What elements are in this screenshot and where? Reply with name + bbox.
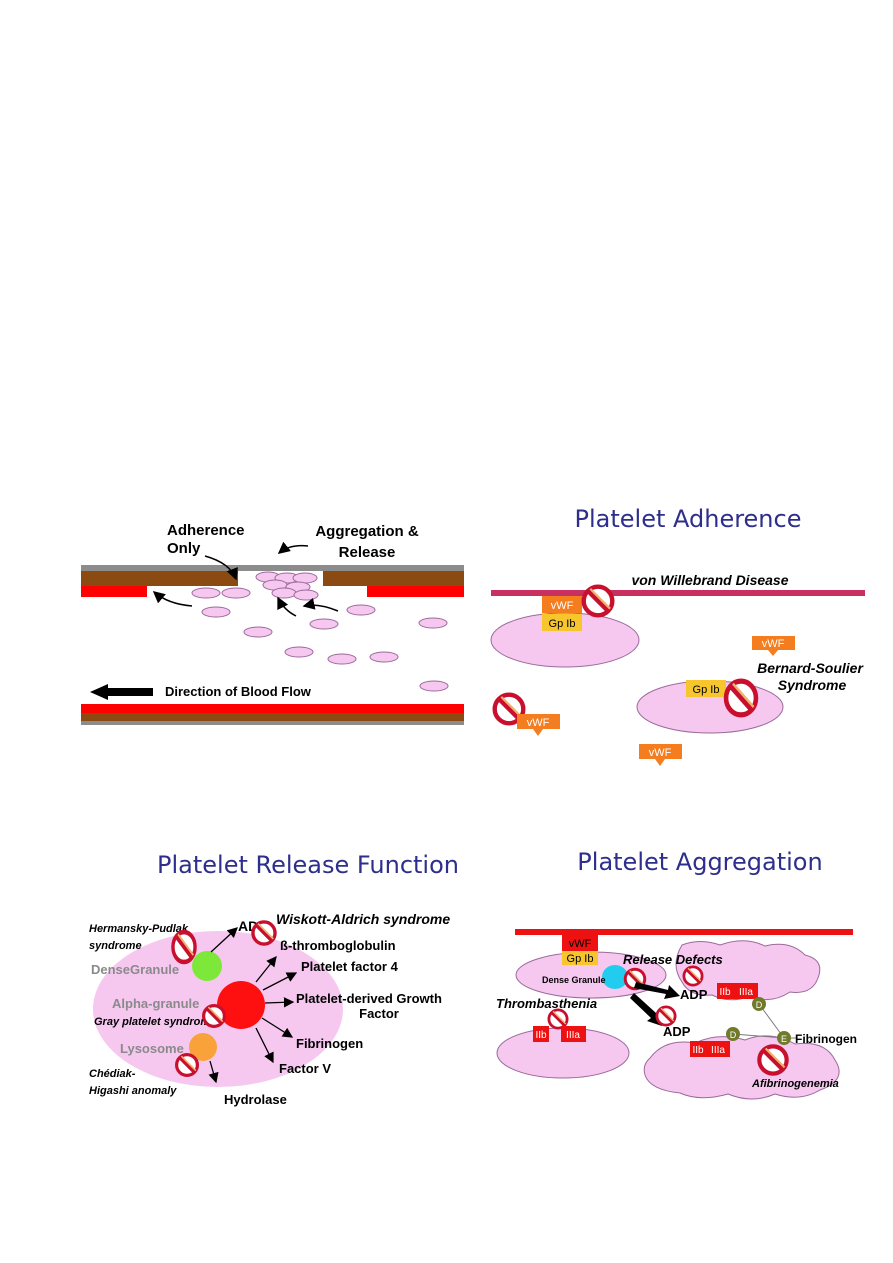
vwf-tag [752, 636, 795, 656]
dense-granule [602, 965, 628, 989]
vessel-diagram [81, 541, 464, 725]
vwf-box [542, 596, 582, 613]
gpib-box [686, 680, 726, 697]
adp-label: ADP [680, 987, 708, 1002]
product-label: Platelet-derived Growth [296, 991, 442, 1006]
dense-granule-label: DenseGranule [91, 962, 179, 977]
prohibition-icon [655, 1005, 677, 1027]
adherence-only-label-1: Adherence [167, 522, 245, 539]
adp-label: ADP [663, 1024, 691, 1039]
product-label: Factor V [279, 1061, 331, 1076]
panel3-title: Platelet Release Function [157, 851, 459, 879]
e-label: E [781, 1034, 787, 1044]
alpha-granule [217, 981, 265, 1029]
product-label: Factor [359, 1006, 399, 1021]
prohibition-icon [202, 1003, 226, 1029]
lysosome [189, 1033, 217, 1061]
vwf-label: vWF [569, 938, 592, 950]
fibrinogen-label: Fibrinogen [795, 1032, 857, 1046]
release-arrow [634, 982, 680, 999]
vwf-tag [517, 714, 560, 736]
chediak-label-1: Chédiak- [89, 1068, 136, 1080]
gpib-label: Gp Ib [549, 618, 576, 630]
fibrinogen-e [777, 1031, 791, 1045]
release-arrow [630, 993, 662, 1026]
vwf-tag-label: vWF [649, 747, 672, 759]
iib-label: IIb [535, 1030, 547, 1041]
prohibition-icon [173, 932, 195, 962]
was-label: Wiskott-Aldrich syndrome [276, 911, 450, 927]
aggregation-release-label-2: Release [339, 544, 396, 561]
prohibition-icon [726, 681, 756, 715]
vwf-label: vWF [551, 600, 574, 612]
iiia-label: IIIa [566, 1030, 580, 1041]
iiia-box [706, 1041, 730, 1057]
product-label: Platelet factor 4 [301, 959, 399, 974]
vwf-tag-label: vWF [762, 638, 785, 650]
iiia-label: IIIa [711, 1045, 725, 1056]
gpib-label: Gp Ib [567, 953, 594, 965]
bss-label-2: Syndrome [778, 677, 847, 693]
hps-label-1: Hermansky-Pudlak [89, 923, 189, 935]
prohibition-icon [584, 587, 613, 616]
gpib-box [542, 614, 582, 631]
gpib-label: Gp Ib [693, 684, 720, 696]
chediak-label-2: Higashi anomaly [89, 1085, 177, 1097]
prohibition-icon [251, 920, 277, 946]
iiia-label: IIIa [739, 987, 753, 998]
gpib-box [562, 951, 598, 965]
panel4-title: Platelet Aggregation [577, 848, 822, 876]
iib-box [717, 983, 734, 999]
vessel-wall [491, 590, 865, 596]
release-defects-label: Release Defects [623, 952, 723, 967]
product-label: ß-thromboglobulin [280, 938, 396, 953]
prohibition-icon [547, 1008, 569, 1030]
product-label: Fibrinogen [296, 1036, 363, 1051]
vessel-wall [515, 929, 853, 935]
panel2-title: Platelet Adherence [575, 505, 802, 533]
afibrinogenemia-label: Afibrinogenemia [751, 1078, 839, 1090]
hps-label-2: syndrome [89, 940, 142, 952]
gray-platelet-label: Gray platelet syndrome [94, 1016, 216, 1028]
prohibition-icon [682, 965, 704, 987]
iib-label: IIb [692, 1045, 704, 1056]
iiia-box [734, 983, 758, 999]
iib-label: IIb [719, 987, 731, 998]
alpha-granule-label: Alpha-granule [112, 996, 199, 1011]
bss-label-1: Bernard-Soulier [757, 660, 864, 676]
fibrinogen-d [726, 1027, 740, 1041]
d-label: D [730, 1030, 737, 1040]
vwf-tag-label: vWF [527, 717, 550, 729]
iiia-box [561, 1026, 586, 1042]
vwf-box [562, 935, 598, 951]
d-label: D [756, 1000, 763, 1010]
dense-granule-label: Dense Granule [542, 975, 606, 985]
lysosome-label: Lysosome [120, 1041, 184, 1056]
prohibition-icon [759, 1046, 786, 1073]
fibrinogen-d [752, 997, 766, 1011]
vwf-tag [639, 744, 682, 766]
iib-box [690, 1041, 706, 1057]
dense-granule [192, 951, 222, 981]
adherence-only-label-2: Only [167, 540, 201, 557]
hydrolase-label: Hydrolase [224, 1092, 287, 1107]
iib-box [533, 1026, 549, 1042]
thrombasthenia-label: Thrombasthenia [496, 996, 597, 1011]
aggregating-platelet [675, 940, 821, 1001]
direction-label: Direction of Blood Flow [165, 684, 312, 699]
prohibition-icon [175, 1052, 199, 1078]
vwd-label: von Willebrand Disease [631, 572, 788, 588]
aggregation-release-label-1: Aggregation & [315, 523, 418, 540]
